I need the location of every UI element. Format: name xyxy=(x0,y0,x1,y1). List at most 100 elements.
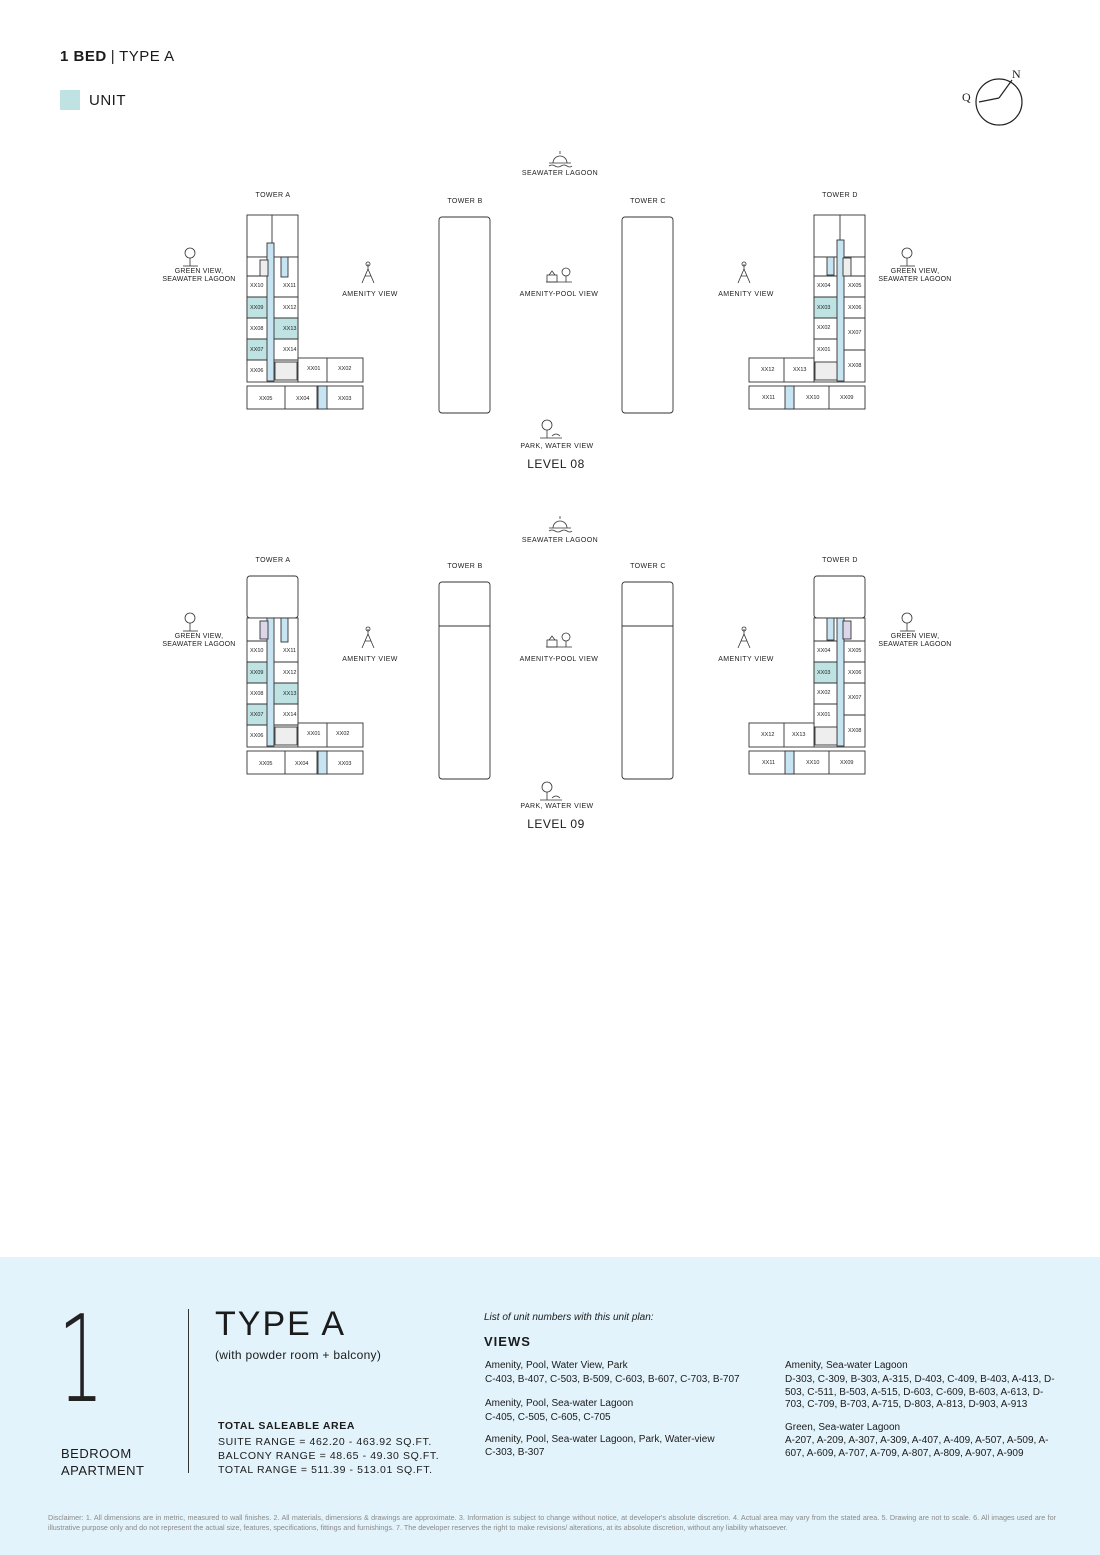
unit-label: XX13 xyxy=(792,732,806,738)
amenity-pool-view-label: AMENITY-POOL VIEW xyxy=(519,656,599,663)
view-group-title: Amenity, Pool, Sea-water Lagoon xyxy=(485,1398,634,1409)
unit-label: XX14 xyxy=(283,712,297,718)
amenity-left-icon xyxy=(361,261,375,284)
unit-label: XX11 xyxy=(283,283,297,289)
amenity-pool-view-label: AMENITY-POOL VIEW xyxy=(519,291,599,298)
amenity-right-icon xyxy=(737,626,751,649)
view-group-units: C-403, B-407, C-503, B-509, C-603, B-607… xyxy=(485,1374,740,1385)
compass-q: Q xyxy=(962,90,971,104)
unit-label: XX06 xyxy=(250,733,264,739)
unit-label: XX03 xyxy=(817,305,831,311)
tower-b-label: TOWER B xyxy=(447,198,483,205)
unit-label: XX12 xyxy=(761,367,775,373)
type-subtitle: (with powder room + balcony) xyxy=(215,1348,382,1362)
amenity-view-left-label: AMENITY VIEW xyxy=(342,291,398,298)
view-group-title: Amenity, Pool, Water View, Park xyxy=(485,1360,628,1371)
unit-label: XX03 xyxy=(338,761,352,767)
unit-label: XX10 xyxy=(250,283,264,289)
amenity-view-right-label: AMENITY VIEW xyxy=(718,291,774,298)
unit-label: XX02 xyxy=(817,325,831,331)
view-group-units: C-405, C-505, C-605, C-705 xyxy=(485,1412,611,1423)
bed-label: 1 BED xyxy=(60,48,107,65)
level-label: LEVEL 09 xyxy=(527,817,585,831)
floor-plan-level-09: SEAWATER LAGOON TOWER A TOWER B TOWER C … xyxy=(0,505,1100,845)
level-label: LEVEL 08 xyxy=(527,457,585,471)
tower-c-plan xyxy=(621,216,674,414)
green-tree-right-icon xyxy=(900,247,915,267)
unit-label: XX09 xyxy=(840,760,854,766)
total-area-heading: TOTAL SALEABLE AREA xyxy=(218,1420,356,1432)
unit-label: XX09 xyxy=(840,395,854,401)
unit-label: XX02 xyxy=(338,366,352,372)
tower-d-plan xyxy=(748,214,866,410)
tower-b-label: TOWER B xyxy=(447,563,483,570)
unit-label: XX03 xyxy=(338,396,352,402)
unit-label: XX04 xyxy=(295,761,309,767)
green-view-left-label: GREEN VIEW, SEAWATER LAGOON xyxy=(162,268,236,283)
unit-label: XX06 xyxy=(848,305,862,311)
park-tree-icon xyxy=(540,419,562,439)
amenity-view-left-label: AMENITY VIEW xyxy=(342,656,398,663)
view-group-units: A-207, A-209, A-307, A-309, A-407, A-409… xyxy=(785,1435,1049,1459)
unit-label: XX08 xyxy=(848,728,862,734)
unit-label: XX05 xyxy=(259,396,273,402)
unit-label: XX01 xyxy=(817,347,831,353)
total-range: TOTAL RANGE = 511.39 - 513.01 SQ.FT. xyxy=(218,1464,433,1476)
unit-label: XX11 xyxy=(762,395,776,401)
floor-plan-level-08: SEAWATER LAGOON TOWER A TOWER B TOWER C … xyxy=(0,140,1100,480)
unit-label: XX04 xyxy=(296,396,310,402)
compass-n: N xyxy=(1012,67,1021,81)
tower-c-plan xyxy=(621,581,674,780)
views-heading: VIEWS xyxy=(484,1334,531,1349)
green-tree-left-icon xyxy=(183,612,198,632)
amenity-pool-icon xyxy=(546,632,572,648)
unit-label: XX03 xyxy=(817,670,831,676)
unit-label: XX05 xyxy=(848,648,862,654)
unit-label: XX07 xyxy=(250,712,264,718)
unit-label: XX09 xyxy=(250,305,264,311)
park-water-view-label: PARK, WATER VIEW xyxy=(520,443,594,450)
unit-label: XX04 xyxy=(817,283,831,289)
unit-info-panel: 1 BEDROOM APARTMENT TYPE A (with powder … xyxy=(0,1257,1100,1555)
unit-label: XX12 xyxy=(283,305,297,311)
view-group-title: Amenity, Pool, Sea-water Lagoon, Park, W… xyxy=(485,1434,715,1445)
unit-list-header: List of unit numbers with this unit plan… xyxy=(484,1312,654,1323)
title-separator: | xyxy=(110,48,116,65)
park-water-view-label: PARK, WATER VIEW xyxy=(520,803,594,810)
unit-label: XX05 xyxy=(259,761,273,767)
park-tree-icon xyxy=(540,781,562,801)
tower-d-label: TOWER D xyxy=(822,192,858,199)
unit-label: XX07 xyxy=(848,695,862,701)
unit-label: XX12 xyxy=(283,670,297,676)
legend-label: UNIT xyxy=(89,91,126,109)
seawater-icon xyxy=(548,516,573,533)
unit-label: XX11 xyxy=(283,648,297,654)
amenity-view-right-label: AMENITY VIEW xyxy=(718,656,774,663)
amenity-left-icon xyxy=(361,626,375,649)
unit-label: XX07 xyxy=(250,347,264,353)
unit-label: XX01 xyxy=(307,366,321,372)
tower-d-label: TOWER D xyxy=(822,557,858,564)
unit-label: XX07 xyxy=(848,330,862,336)
amenity-right-icon xyxy=(737,261,751,284)
green-view-right-label: GREEN VIEW, SEAWATER LAGOON xyxy=(878,633,952,648)
unit-label: XX08 xyxy=(250,691,264,697)
type-label: TYPE A xyxy=(119,48,175,65)
plan-drawing xyxy=(183,151,915,439)
unit-label: XX06 xyxy=(848,670,862,676)
green-view-left-label: GREEN VIEW, SEAWATER LAGOON xyxy=(162,633,236,648)
tower-b-plan xyxy=(438,581,491,780)
tower-b-plan xyxy=(438,216,491,414)
unit-label: XX10 xyxy=(250,648,264,654)
tower-d-plan xyxy=(748,575,866,775)
unit-label: XX12 xyxy=(761,732,775,738)
unit-label: XX01 xyxy=(817,712,831,718)
seawater-lagoon-label: SEAWATER LAGOON xyxy=(521,537,599,544)
green-tree-right-icon xyxy=(900,612,915,632)
tower-c-label: TOWER C xyxy=(630,563,666,570)
unit-label: XX13 xyxy=(793,367,807,373)
unit-label: XX10 xyxy=(806,760,820,766)
view-group-units: D-303, C-309, B-303, A-315, D-403, C-409… xyxy=(785,1374,1055,1410)
amenity-pool-icon xyxy=(546,267,572,283)
compass-icon: N Q xyxy=(958,62,1032,132)
